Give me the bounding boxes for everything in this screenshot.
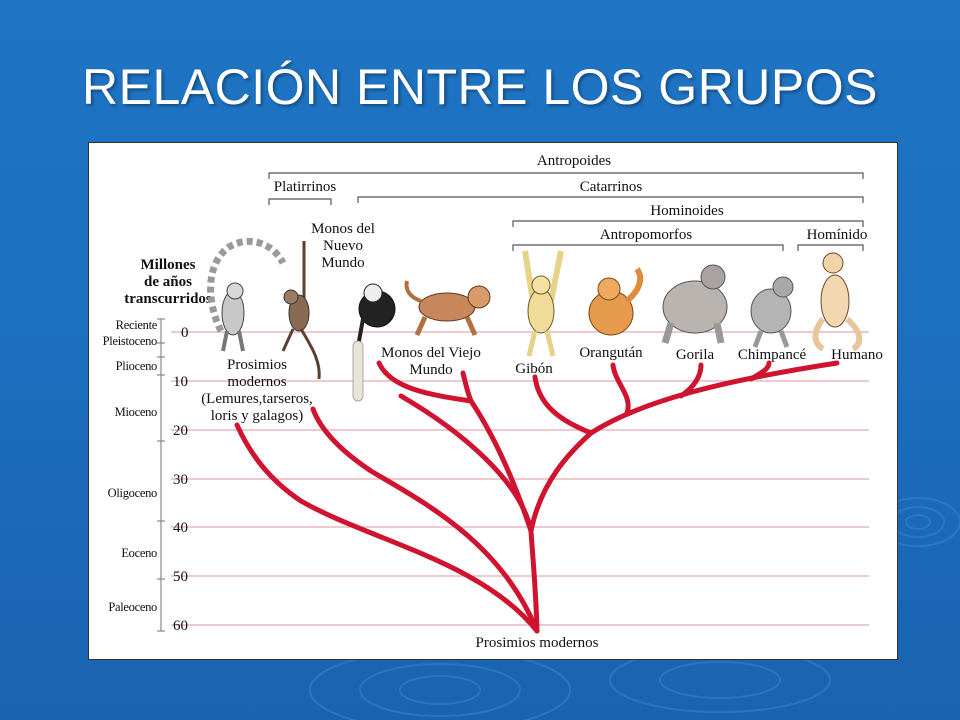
- branch-colobus: [376, 360, 474, 404]
- taxon-prosimios-line-2: modernos: [227, 374, 286, 390]
- epoch-oligoceno: Oligoceno: [108, 486, 157, 500]
- epoch-plioceno: Plioceno: [116, 359, 157, 373]
- tick-10: 10: [173, 374, 188, 390]
- slide-title: RELACIÓN ENTRE LOS GRUPOS: [82, 59, 878, 115]
- epoch-pleistoceno: Pleistoceno: [103, 334, 157, 348]
- tick-0: 0: [181, 325, 189, 341]
- chimpanzee-icon: [750, 276, 794, 348]
- branch-baboon: [460, 370, 474, 404]
- orangutan-icon: [588, 267, 644, 336]
- taxon-gibon: Gibón: [515, 361, 553, 377]
- branch-gibon: [532, 374, 594, 436]
- colobus-monkey-icon: [352, 283, 396, 402]
- taxon-nuevo-mundo-line-2: Nuevo: [323, 238, 363, 254]
- axis-title-line-2: de años: [144, 274, 192, 290]
- time-axis: [157, 318, 165, 632]
- branch-great-apes: [588, 360, 840, 436]
- spider-monkey-icon: [281, 241, 321, 380]
- taxon-viejo-mundo-line-2: Mundo: [409, 362, 452, 378]
- axis-title-line-3: transcurridos: [124, 291, 212, 307]
- tick-30: 30: [173, 472, 188, 488]
- phylogenetic-tree: [234, 360, 840, 634]
- taxon-orangutan: Orangután: [579, 345, 643, 361]
- branch-gorila: [678, 362, 704, 399]
- branch-chimpance: [748, 360, 772, 382]
- group-catarrinos: Catarrinos: [580, 179, 643, 195]
- group-hominoides: Hominoides: [650, 203, 723, 219]
- taxon-chimpance: Chimpancé: [738, 347, 807, 363]
- root-label: Prosimios modernos: [476, 635, 599, 651]
- taxon-gorila: Gorila: [676, 347, 715, 363]
- taxon-humano: Humano: [831, 347, 883, 363]
- taxon-nuevo-mundo-line-1: Monos del: [311, 221, 375, 237]
- group-antropoides: Antropoides: [537, 153, 611, 169]
- phylogeny-diagram: 0 10 20 30 40 50 60 Reciente Pleistoceno…: [103, 153, 883, 651]
- group-hominido: Homínido: [807, 227, 868, 243]
- baboon-icon: [404, 280, 491, 337]
- taxon-prosimios-line-3: (Lemures,tarseros,: [201, 391, 313, 407]
- tick-40: 40: [173, 520, 188, 536]
- branch-nuevo-mundo: [398, 393, 534, 534]
- branch-hominoid: [528, 430, 594, 534]
- branch-viejo-mundo-split: [468, 398, 534, 534]
- tick-20: 20: [173, 423, 188, 439]
- epoch-mioceno: Mioceno: [115, 405, 157, 419]
- taxon-prosimios-line-1: Prosimios: [227, 357, 287, 373]
- branch-trunk-anthropoid: [528, 528, 540, 634]
- epoch-eoceno: Eoceno: [121, 546, 157, 560]
- human-icon: [812, 252, 863, 352]
- gorilla-icon: [661, 264, 728, 345]
- phylogeny-figure: 0 10 20 30 40 50 60 Reciente Pleistoceno…: [88, 142, 898, 660]
- branch-prosimios-right: [310, 406, 540, 634]
- taxon-prosimios-line-4: loris y galagos): [211, 408, 303, 424]
- group-platirrinos: Platirrinos: [274, 179, 337, 195]
- gibbon-icon: [522, 250, 564, 357]
- axis-title-line-1: Millones: [141, 257, 196, 273]
- taxon-nuevo-mundo-line-3: Mundo: [321, 255, 364, 271]
- tick-50: 50: [173, 569, 188, 585]
- branch-orangutan: [610, 362, 631, 416]
- taxon-viejo-mundo-line-1: Monos del Viejo: [381, 345, 481, 361]
- epoch-paleoceno: Paleoceno: [108, 600, 157, 614]
- tick-60: 60: [173, 618, 188, 634]
- group-brackets: [268, 172, 864, 251]
- group-antropomorfos: Antropomorfos: [600, 227, 693, 243]
- branch-prosimios-left: [234, 422, 540, 634]
- epoch-reciente: Reciente: [116, 318, 158, 332]
- lemur-icon: [207, 237, 287, 352]
- time-gridlines: [171, 331, 869, 626]
